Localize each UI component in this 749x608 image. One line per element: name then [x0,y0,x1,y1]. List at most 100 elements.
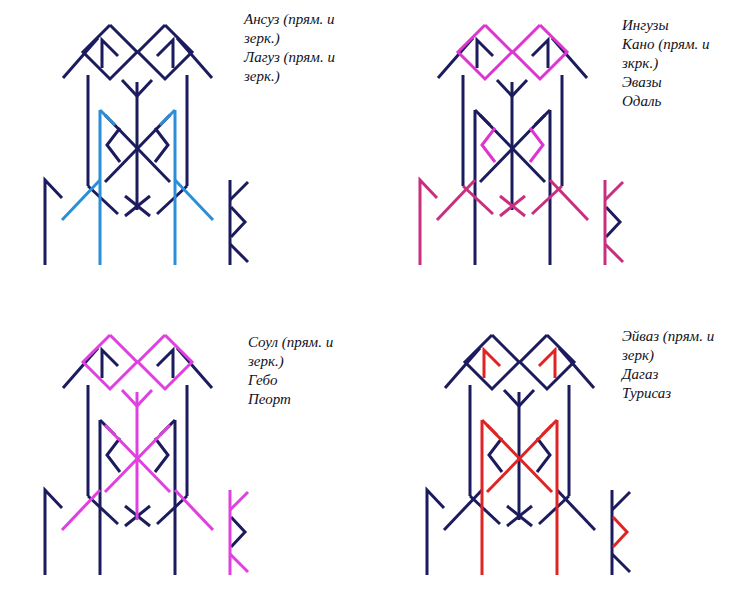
rune-stroke [500,196,525,216]
rune-stroke [474,110,477,265]
rune-stroke [427,490,444,575]
rune-stroke [155,128,168,162]
rune-stroke [477,40,493,68]
rune-stroke [481,420,484,575]
rune-stroke [507,506,532,526]
rune-label: Гебо [248,371,370,390]
rune-stroke [62,490,100,530]
rune-stroke [87,75,90,186]
rune-stroke [175,180,213,220]
rune-stroke [612,492,630,510]
rune-label: Турисаз [622,384,722,403]
rune-stroke [157,496,187,524]
rune-stroke [62,180,100,220]
rune-stroke [107,438,120,472]
rune-list: Эйваз (прям. и зерк)ДагазТурисаз [622,327,722,403]
bindrune-stave [45,25,248,265]
rune-label: Пеорт [248,390,370,409]
rune-stroke [230,554,248,572]
rune-stroke [539,350,555,378]
rune-stroke [465,335,519,389]
rune-stroke [470,496,500,524]
rune-stroke [107,128,120,162]
rune-stroke [463,186,493,214]
rune-label: Ансуз (прям. и зерк.) [244,10,369,48]
rune-stroke [559,348,594,388]
bindrune-stave [427,335,630,575]
rune-stroke [606,207,620,237]
rune-stroke [561,75,564,186]
rune-stroke [186,75,189,186]
rune-stroke [469,385,472,496]
rune-stroke [174,420,177,575]
rune-stroke [550,180,588,220]
rune-stroke [231,207,245,237]
rune-stroke [520,335,574,389]
rune-stroke [230,244,248,262]
rune-stroke [557,490,595,530]
rune-stroke [157,350,173,378]
rune-stroke [513,25,567,79]
rune-stroke [63,38,98,78]
bindrune-stave [420,25,623,265]
rune-stroke [125,196,150,216]
rune-stroke [99,420,102,575]
rune-stroke [604,180,607,265]
rune-stroke [229,180,232,265]
rune-stroke [88,496,118,524]
rune-stroke [231,517,245,547]
rune-stroke [458,25,512,79]
rune-label: Эйваз (прям. и зерк) [622,327,722,365]
rune-stroke [83,335,137,389]
rune-stroke [556,420,559,575]
rune-stroke [537,438,550,472]
rune-stroke [500,196,525,216]
rune-stroke [487,425,552,492]
rune-stroke [186,385,189,496]
rune-stroke [480,115,545,182]
rune-stroke [444,490,482,530]
rune-list: Соул (прям. и зерк.)ГебоПеорт [248,333,370,409]
rune-stroke [45,490,62,575]
rune-stroke [138,25,192,79]
rune-stroke [487,425,552,492]
rune-stroke [613,517,627,547]
rune-label: Соул (прям. и зерк.) [248,333,370,371]
rune-stroke [445,348,480,388]
rune-stroke [122,390,152,406]
rune-stroke [462,75,465,186]
rune-stroke [99,110,102,265]
rune-stroke [157,186,187,214]
rune-stroke [437,180,475,220]
rune-stroke [83,25,137,79]
rune-stroke [532,186,562,214]
rune-stroke [229,490,232,575]
rune-stroke [174,110,177,265]
rune-stroke [87,385,90,496]
rune-stroke [102,40,118,68]
rune-label: Кано (прям. и зкрк.) [622,35,742,73]
rune-stroke [539,496,569,524]
rune-stroke [122,80,152,96]
rune-stroke [611,490,614,575]
rune-stroke [605,182,623,200]
rune-stroke [105,425,170,492]
rune-list: Ансуз (прям. и зерк.)Лагуз (прям. и зерк… [244,10,369,86]
rune-stroke [530,128,543,162]
rune-stroke [605,244,623,262]
rune-label: Дагаз [622,365,722,384]
rune-stroke [177,38,212,78]
rune-stroke [480,115,545,182]
rune-stroke [105,425,170,492]
rune-label: Лагуз (прям. и зерк.) [244,48,369,86]
rune-stroke [549,110,552,265]
rune-stroke [138,335,192,389]
rune-stroke [612,554,630,572]
rune-stroke [420,180,437,265]
rune-stroke [504,390,534,406]
rune-stroke [155,438,168,472]
rune-stroke [507,506,532,526]
rune-label: Эвазы [622,73,742,92]
